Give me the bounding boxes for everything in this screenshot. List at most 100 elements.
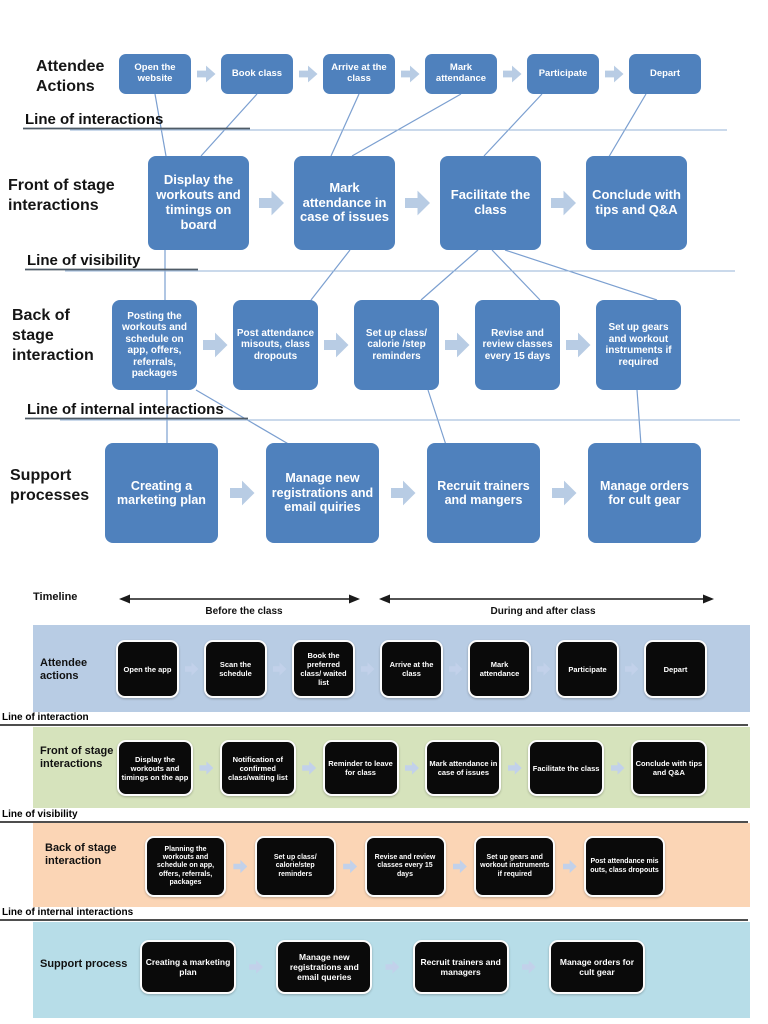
process-step-box: Scan the schedule — [204, 640, 267, 698]
process-step-box: Arrive at the class — [323, 54, 395, 94]
band-attendee-actions-row: Open the app Scan the schedule Book the pr… — [116, 640, 707, 698]
flow-arrow-icon — [562, 859, 577, 874]
process-step-box: Mark attendance — [425, 54, 497, 94]
process-step-box: Depart — [644, 640, 707, 698]
flow-arrow-icon — [551, 190, 576, 216]
flow-arrow-icon — [249, 960, 264, 974]
process-step-box: Facilitate the class — [440, 156, 541, 250]
flow-arrow-icon — [323, 332, 349, 358]
process-step-box: Open the app — [116, 640, 179, 698]
process-step-box: Conclude with tips and Q&A — [630, 740, 707, 796]
band-back-of-stage-row: Planning the workouts and schedule on ap… — [145, 836, 665, 897]
flow-arrow-icon — [259, 190, 284, 216]
line-of-interaction-label: Line of interaction — [2, 712, 89, 723]
process-step-box: Manage new registrations and email queri… — [276, 940, 373, 994]
flow-arrow-icon — [233, 859, 248, 874]
band-label-support-process: Support process — [40, 958, 128, 970]
flow-arrow-icon — [502, 65, 522, 83]
line-of-internal-interactions-label: Line of internal interactions — [27, 401, 224, 418]
bottom-separator-rules — [0, 724, 748, 921]
timeline-label: Timeline — [33, 591, 78, 603]
process-step-box: Open the website — [119, 54, 191, 94]
flow-arrow-icon — [298, 65, 318, 83]
process-step-box: Display the workouts and timings on boar… — [148, 156, 249, 250]
process-step-box: Set up class/ calorie /step reminders — [354, 300, 439, 390]
phase-before-class-label: Before the class — [205, 606, 283, 617]
flow-arrow-icon — [404, 761, 419, 775]
top-separator-rules — [23, 127, 740, 421]
row-label-front-of-stage: Front of stage interactions — [8, 177, 115, 214]
process-step-box: Manage orders for cult gear — [548, 940, 645, 994]
flow-arrow-icon — [507, 761, 522, 775]
process-step-box: Notification of confirmed class/waiting … — [219, 740, 296, 796]
process-step-box: Reminder to leave for class — [322, 740, 399, 796]
flow-arrow-icon — [444, 332, 470, 358]
flow-arrow-icon — [272, 662, 287, 676]
flow-arrow-icon — [343, 859, 358, 874]
process-step-box: Recruit trainers and mangers — [427, 443, 540, 543]
process-step-box: Revise and review classes every 15 days — [364, 836, 446, 897]
process-step-box: Recruit trainers and managers — [412, 940, 509, 994]
process-step-box: Revise and review classes every 15 days — [475, 300, 560, 390]
front-of-stage-row: Display the workouts and timings on boar… — [148, 156, 687, 250]
row-label-support-processes: Support processes — [10, 467, 90, 504]
line-of-visibility-label: Line of visibility — [27, 252, 141, 269]
process-step-box: Set up gears and workout instruments if … — [596, 300, 681, 390]
flow-arrow-icon — [202, 332, 228, 358]
flow-arrow-icon — [302, 761, 317, 775]
flow-arrow-icon — [610, 761, 625, 775]
line-of-visibility-bottom-label: Line of visibility — [2, 809, 78, 820]
flow-arrow-icon — [400, 65, 420, 83]
process-step-box: Set up class/ calorie/step reminders — [254, 836, 336, 897]
flow-arrow-icon — [229, 480, 255, 506]
process-step-box: Depart — [629, 54, 701, 94]
band-label-back-of-stage: Back of stage interaction — [45, 842, 117, 868]
flow-arrow-icon — [405, 190, 430, 216]
band-label-front-of-stage: Front of stage interactions — [40, 745, 114, 771]
process-step-box: Participate — [527, 54, 599, 94]
flow-arrow-icon — [536, 662, 551, 676]
process-step-box: Planning the workouts and schedule on ap… — [145, 836, 226, 897]
flow-arrow-icon — [199, 761, 214, 775]
band-label-attendee-actions: Attendee actions — [40, 657, 88, 683]
process-step-box: Book the preferred class/ waited list — [292, 640, 355, 698]
flow-arrow-icon — [452, 859, 467, 874]
flow-arrow-icon — [360, 662, 375, 676]
line-of-internal-interactions-bottom-label: Line of internal interactions — [2, 907, 134, 918]
flow-arrow-icon — [565, 332, 591, 358]
flow-arrow-icon — [184, 662, 199, 676]
process-step-box: Arrive at the class — [380, 640, 443, 698]
phase-during-after-class-label: During and after class — [490, 606, 596, 617]
flow-arrow-icon — [385, 960, 400, 974]
process-step-box: Post attendance mis outs, class dropouts — [584, 836, 665, 897]
process-step-box: Facilitate the class — [528, 740, 605, 796]
flow-arrow-icon — [521, 960, 536, 974]
process-step-box: Manage new registrations and email quiri… — [266, 443, 379, 543]
timeline-arrows-icon — [119, 594, 714, 604]
band-front-of-stage-row: Display the workouts and timings on the … — [117, 740, 707, 796]
process-step-box: Participate — [556, 640, 619, 698]
back-of-stage-row: Posting the workouts and schedule on app… — [112, 300, 681, 390]
flow-arrow-icon — [624, 662, 639, 676]
process-step-box: Mark attendance — [468, 640, 531, 698]
row-label-back-of-stage: Back of stage interaction — [12, 307, 94, 364]
row-label-attendee-actions: Attendee Actions — [36, 58, 105, 95]
attendee-actions-row: Open the website Book class Arrive at the … — [119, 54, 701, 94]
process-step-box: Set up gears and workout instruments if … — [474, 836, 556, 897]
process-step-box: Manage orders for cult gear — [588, 443, 701, 543]
process-step-box: Creating a marketing plan — [105, 443, 218, 543]
line-of-interactions-label: Line of interactions — [25, 111, 164, 128]
process-step-box: Mark attendance in case of issues — [425, 740, 502, 796]
flow-arrow-icon — [390, 480, 416, 506]
support-processes-row: Creating a marketing plan Manage new regi… — [105, 443, 701, 543]
process-step-box: Posting the workouts and schedule on app… — [112, 300, 197, 390]
process-step-box: Mark attendance in case of issues — [294, 156, 395, 250]
flow-arrow-icon — [196, 65, 216, 83]
process-step-box: Conclude with tips and Q&A — [586, 156, 687, 250]
flow-arrow-icon — [604, 65, 624, 83]
process-step-box: Book class — [221, 54, 293, 94]
process-step-box: Post attendance misouts, class dropouts — [233, 300, 318, 390]
process-step-box: Display the workouts and timings on the … — [117, 740, 193, 796]
